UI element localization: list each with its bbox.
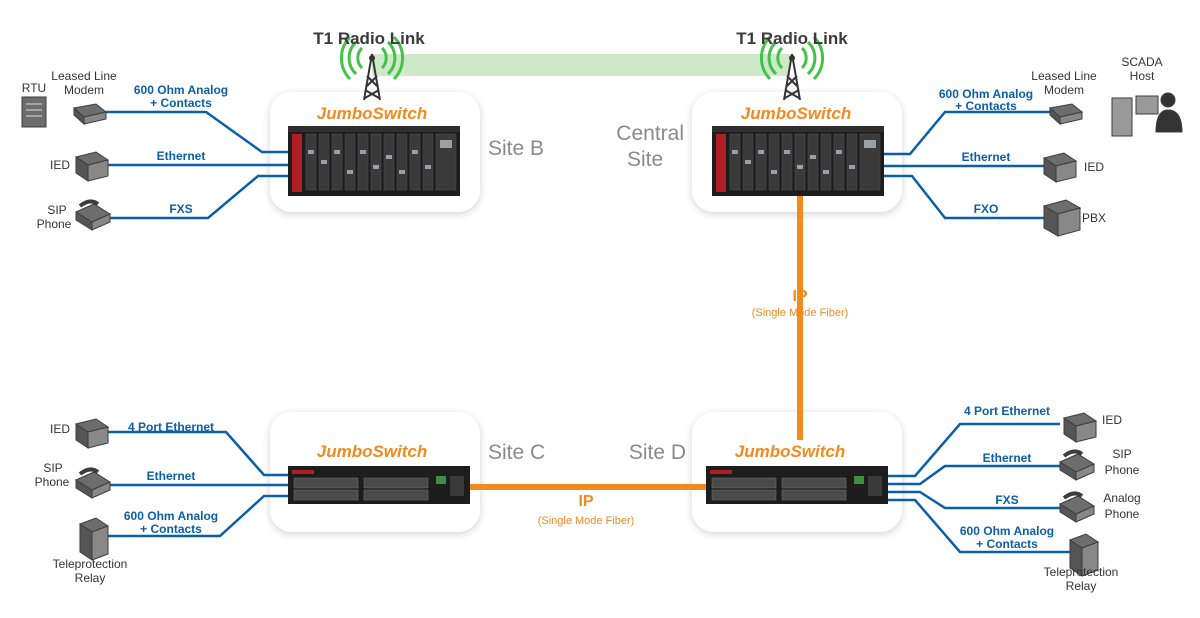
ied-icon-b [74, 151, 110, 182]
site-b-links [106, 110, 288, 220]
sip-phone-icon-c [74, 467, 112, 499]
analog-link-label-d-2: + Contacts [976, 537, 1038, 551]
scada-host-icon [1111, 92, 1183, 137]
relay-label-d-1: Teleprotection [1044, 565, 1119, 579]
site-c-label: Site C [488, 441, 545, 464]
ethernet-link-label-c: Ethernet [147, 469, 196, 483]
rtu-label: RTU [22, 81, 46, 95]
analog-link-label-d-1: 600 Ohm Analog [960, 524, 1054, 538]
modem-label-central-1: Leased Line [1031, 69, 1097, 83]
analog-link-label-c-2: + Contacts [140, 522, 202, 536]
sip-phone-label-d-1: SIP [1112, 447, 1131, 461]
analog-phone-label-d-1: Analog [1103, 491, 1140, 505]
modem-label-b-2: Modem [64, 83, 104, 97]
brand-logo-site-d: JumboSwitch [735, 442, 846, 461]
modem-label-central-2: Modem [1044, 83, 1084, 97]
scada-label-1: SCADA [1121, 55, 1162, 69]
ip-vertical-medium: (Single Mode Fiber) [752, 307, 849, 319]
sip-phone-icon-d [1058, 449, 1096, 481]
relay-label-d-2: Relay [1066, 579, 1097, 593]
sip-phone-label-c-1: SIP [43, 461, 62, 475]
ied-label-b: IED [50, 158, 70, 172]
central-site-label-2: Site [627, 148, 663, 171]
ethernet-link-label-b: Ethernet [157, 149, 206, 163]
analog-phone-icon-d [1058, 491, 1096, 523]
analog-link-label-central-2: + Contacts [955, 99, 1017, 113]
scada-label-2: Host [1130, 69, 1155, 83]
compact-unit-site-d [706, 466, 888, 504]
pbx-label: PBX [1082, 211, 1106, 225]
sip-phone-icon-b [74, 199, 112, 231]
sip-phone-label-b-1: SIP [47, 203, 66, 217]
ied-icon-c [74, 418, 110, 449]
ip-horizontal-medium: (Single Mode Fiber) [538, 515, 635, 527]
modem-icon [72, 103, 108, 126]
ethernet4-link-label-d: 4 Port Ethernet [964, 404, 1050, 418]
ied-icon-central [1042, 152, 1078, 183]
central-site-label-1: Central [616, 122, 684, 145]
pbx-icon [1042, 199, 1082, 237]
site-c-links [106, 430, 290, 538]
ied-label-central: IED [1084, 160, 1104, 174]
fxo-link-label-central: FXO [974, 202, 999, 216]
ied-label-d: IED [1102, 413, 1122, 427]
relay-label-c-2: Relay [75, 571, 106, 585]
radio-link-label-right: T1 Radio Link [736, 29, 848, 48]
brand-logo-central: JumboSwitch [741, 104, 852, 123]
ethernet4-link-label-c: 4 Port Ethernet [128, 420, 214, 434]
ip-horizontal-label: IP [578, 493, 593, 510]
analog-link-label-b-1: 600 Ohm Analog [134, 83, 228, 97]
fxs-link-label-b: FXS [169, 202, 192, 216]
sip-phone-label-c-2: Phone [35, 475, 70, 489]
brand-logo-site-c: JumboSwitch [317, 442, 428, 461]
chassis-site-b [288, 126, 460, 196]
analog-link-label-b-2: + Contacts [150, 96, 212, 110]
site-d-links [884, 422, 1070, 554]
sip-phone-label-b-2: Phone [37, 217, 72, 231]
central-links [884, 110, 1055, 220]
radio-link-label-left: T1 Radio Link [313, 29, 425, 48]
brand-logo-site-b: JumboSwitch [317, 104, 428, 123]
relay-label-c-1: Teleprotection [53, 557, 128, 571]
analog-link-label-c-1: 600 Ohm Analog [124, 509, 218, 523]
modem-icon-central [1048, 103, 1084, 126]
ied-icon-d [1062, 412, 1098, 443]
relay-icon-d [1068, 533, 1100, 577]
ethernet-link-label-d: Ethernet [983, 451, 1032, 465]
radio-link-beam [372, 54, 790, 76]
analog-phone-label-d-2: Phone [1105, 507, 1140, 521]
fxs-link-label-d: FXS [995, 493, 1018, 507]
sip-phone-label-d-2: Phone [1105, 463, 1140, 477]
site-d-label: Site D [629, 441, 686, 464]
relay-icon-c [78, 517, 110, 561]
modem-label-b-1: Leased Line [51, 69, 117, 83]
ied-label-c: IED [50, 422, 70, 436]
analog-link-label-central-1: 600 Ohm Analog [939, 87, 1033, 101]
site-b-label: Site B [488, 137, 544, 160]
ethernet-link-label-central: Ethernet [962, 150, 1011, 164]
chassis-central-site [712, 126, 884, 196]
rtu-icon [21, 96, 47, 128]
ip-vertical-label: IP [792, 288, 807, 305]
compact-unit-site-c [288, 466, 470, 504]
